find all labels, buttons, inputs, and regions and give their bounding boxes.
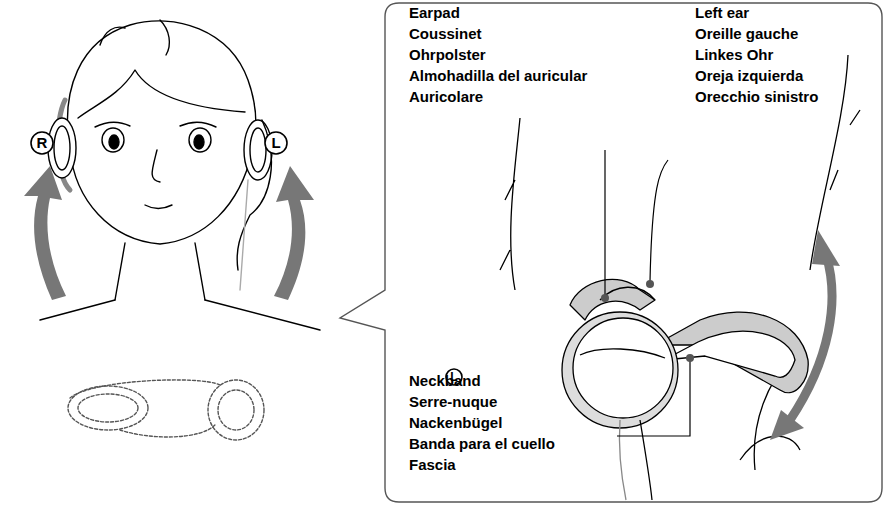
adjust-arrow — [770, 230, 840, 440]
part-name: Almohadilla del auricular — [409, 67, 587, 85]
earphone-detail — [500, 55, 860, 500]
part-name: Coussinet — [409, 25, 482, 43]
part-name: Oreille gauche — [695, 25, 798, 43]
part-name: Auricolare — [409, 88, 483, 106]
part-name: Nackenbügel — [409, 414, 502, 432]
part-name: Fascia — [409, 456, 456, 474]
side-mark: R — [31, 132, 53, 154]
part-name: Neckband — [409, 372, 481, 390]
part-name: Serre-nuque — [409, 393, 497, 411]
part-name: Orecchio sinistro — [695, 88, 818, 106]
part-name: Oreja izquierda — [695, 67, 803, 85]
movement-arrow — [24, 166, 314, 300]
person-figure — [40, 20, 320, 440]
leader-line — [605, 150, 690, 436]
side-mark: L — [265, 132, 287, 154]
part-name: Banda para el cuello — [409, 435, 555, 453]
callout-balloon — [340, 3, 882, 502]
side-mark-ring — [31, 132, 462, 385]
part-name: Left ear — [695, 4, 749, 22]
part-name: Ohrpolster — [409, 46, 486, 64]
part-name: Earpad — [409, 4, 460, 22]
part-name: Linkes Ohr — [695, 46, 773, 64]
leader-dot — [601, 280, 694, 362]
